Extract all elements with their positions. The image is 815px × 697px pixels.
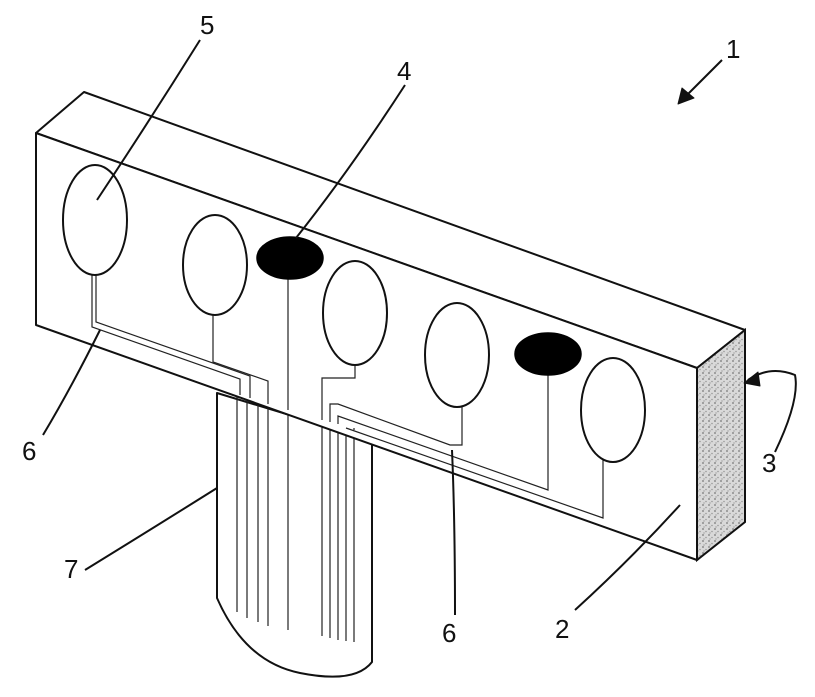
electrode-4 bbox=[425, 303, 489, 407]
label-3: 3 bbox=[762, 448, 776, 478]
electrode-5 bbox=[581, 358, 645, 462]
electrode-1 bbox=[63, 165, 127, 275]
label-7: 7 bbox=[64, 554, 78, 584]
label-6-left: 6 bbox=[22, 436, 36, 466]
electrode-3 bbox=[323, 261, 387, 365]
bar-side-face bbox=[697, 330, 745, 560]
label-1: 1 bbox=[726, 34, 740, 64]
dark-element-2 bbox=[515, 333, 581, 375]
label-2: 2 bbox=[555, 614, 569, 644]
label-6-bottom: 6 bbox=[442, 618, 456, 648]
label-5: 5 bbox=[200, 10, 214, 40]
electrode-2 bbox=[183, 215, 247, 315]
label-4: 4 bbox=[397, 56, 411, 86]
dark-element-1 bbox=[257, 237, 323, 279]
